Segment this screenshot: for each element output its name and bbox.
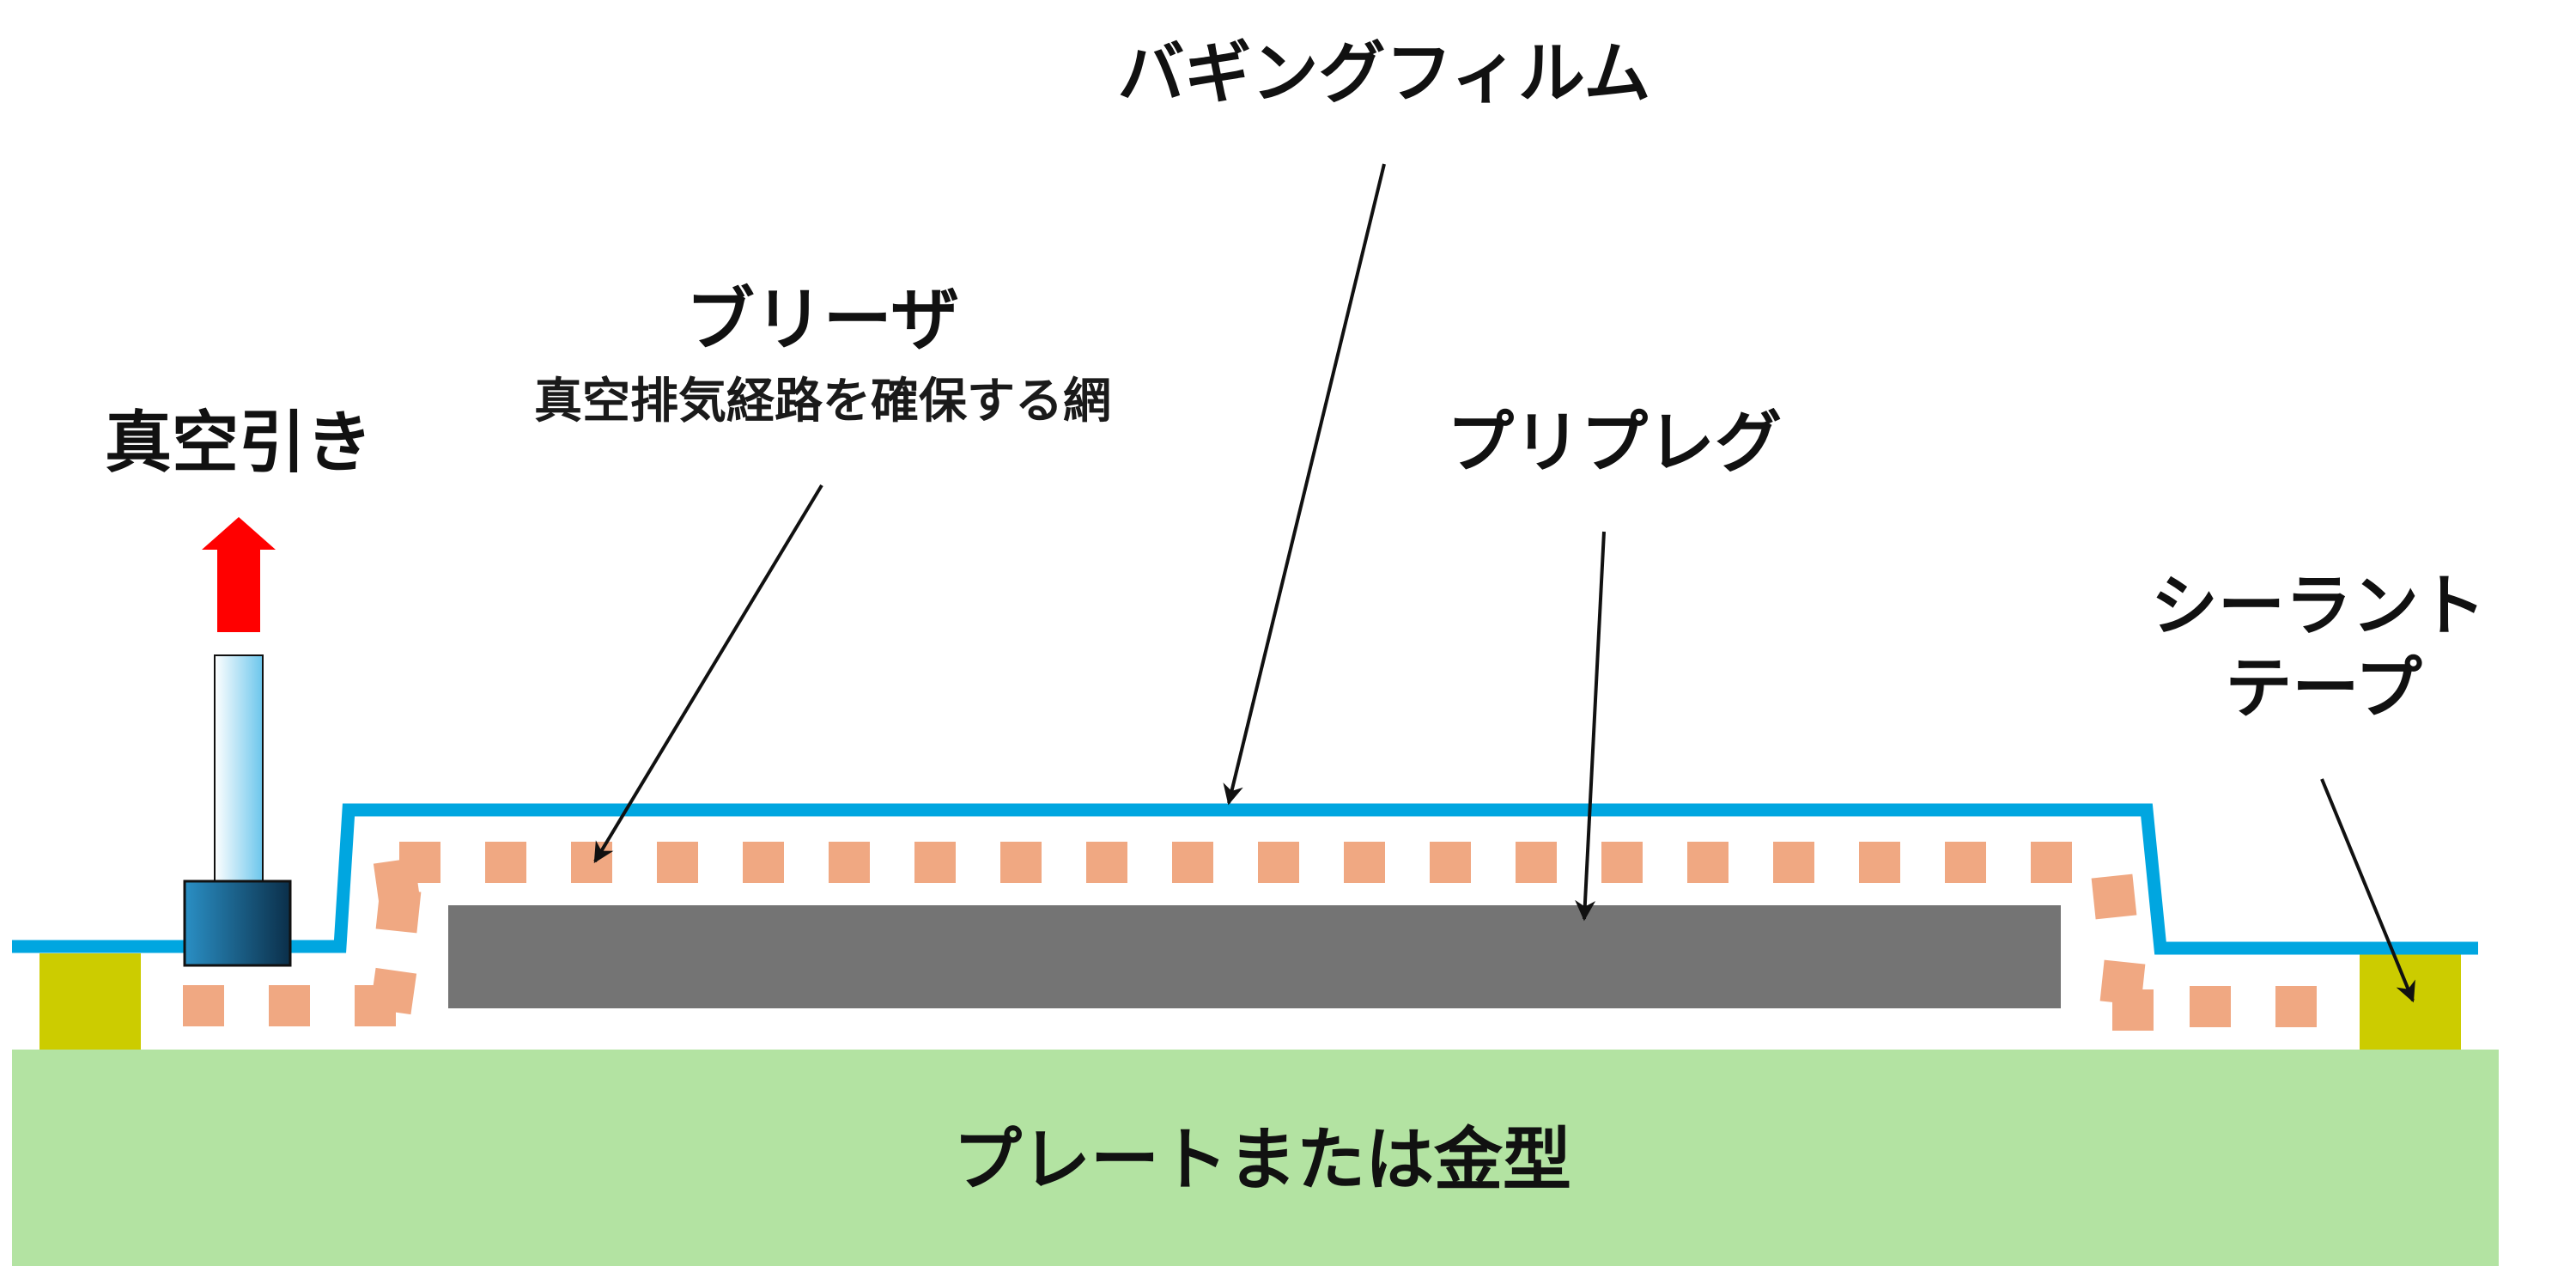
breather-mesh-square <box>1430 842 1471 883</box>
breather-mesh-square <box>1086 842 1127 883</box>
breather-leader-line <box>593 484 823 864</box>
breather-mesh-square <box>2112 989 2154 1031</box>
vacuum-label: 真空引き <box>105 405 373 482</box>
breather-mesh-square <box>355 985 396 1026</box>
breather-mesh-square <box>485 842 526 883</box>
breather-mesh-square <box>183 985 224 1026</box>
sealant-label-line1: シーラント <box>2151 568 2486 645</box>
sealant-leader-line <box>2320 778 2415 1003</box>
breather-mesh-square <box>1859 842 1900 883</box>
breather-mesh-square <box>1601 842 1643 883</box>
sealant-tape-right <box>2360 953 2461 1050</box>
sealant-tape-left <box>39 953 141 1050</box>
breather-mesh-square <box>375 887 422 934</box>
breather-mesh-square <box>1344 842 1385 883</box>
breather-mesh-square <box>743 842 784 883</box>
prepreg-leader-line <box>1575 531 1606 922</box>
breather-mesh-square <box>2091 873 2137 920</box>
breather-mesh-square <box>2031 842 2072 883</box>
breather-mesh-square <box>1773 842 1814 883</box>
sealant-label-line2: テープ <box>2225 650 2421 727</box>
plate <box>12 1050 2499 1266</box>
breather-mesh-square <box>1258 842 1299 883</box>
prepreg <box>448 905 2061 1008</box>
vacuum-tube <box>214 654 264 885</box>
breather-mesh-square <box>1687 842 1728 883</box>
breather-mesh-square <box>2190 986 2231 1027</box>
breather-mesh-square <box>829 842 870 883</box>
breather-mesh-square <box>2275 986 2317 1027</box>
breather-mesh-square <box>1945 842 1986 883</box>
breather-mesh-square <box>1000 842 1042 883</box>
breather-description: 真空排気経路を確保する網 <box>534 374 1111 429</box>
breather-title: ブリーザ <box>686 280 959 360</box>
bagging-film-label: バギングフィルム <box>1118 35 1651 113</box>
vacuum-port <box>183 880 292 967</box>
breather-mesh-square <box>269 985 310 1026</box>
breather-mesh-square <box>1516 842 1557 883</box>
breather-mesh-square <box>571 842 612 883</box>
breather-mesh-square <box>1172 842 1213 883</box>
breather-mesh-square <box>914 842 956 883</box>
prepreg-label: プリプレグ <box>1447 405 1782 482</box>
plate-label: プレートまたは金型 <box>953 1120 1571 1200</box>
vacuum-arrow-icon <box>202 517 276 632</box>
breather-mesh-square <box>657 842 698 883</box>
bagging-film-leader-line <box>1223 163 1386 806</box>
